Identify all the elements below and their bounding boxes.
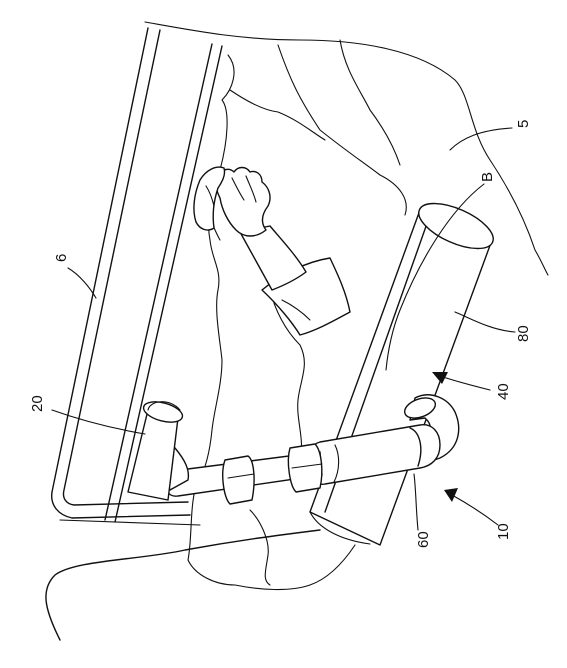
label-B: B xyxy=(479,172,496,182)
label-20: 20 xyxy=(29,395,46,412)
pipe-assembly xyxy=(127,401,323,505)
arrowhead-40 xyxy=(432,372,448,384)
label-5: 5 xyxy=(515,120,532,128)
leader-80 xyxy=(454,311,516,333)
leader-40 xyxy=(439,375,491,391)
tank-80 xyxy=(309,202,494,546)
label-6: 6 xyxy=(53,254,70,262)
patient-figure xyxy=(187,39,407,591)
leader-B xyxy=(385,183,485,371)
arrowhead-10 xyxy=(444,488,458,502)
leader-20 xyxy=(51,409,146,435)
label-40: 40 xyxy=(495,383,512,400)
leader-60 xyxy=(413,473,419,531)
bed-rail xyxy=(51,27,223,526)
leader-lines xyxy=(51,127,516,531)
label-10: 10 xyxy=(495,523,512,540)
leader-10 xyxy=(451,494,499,526)
bed-cover-outline xyxy=(144,21,549,276)
leader-6 xyxy=(67,267,97,299)
label-60: 60 xyxy=(415,531,432,548)
label-80: 80 xyxy=(515,325,532,342)
leader-5 xyxy=(449,127,513,151)
cylinder-unit-60 xyxy=(307,424,441,485)
floor-outline xyxy=(45,529,321,641)
